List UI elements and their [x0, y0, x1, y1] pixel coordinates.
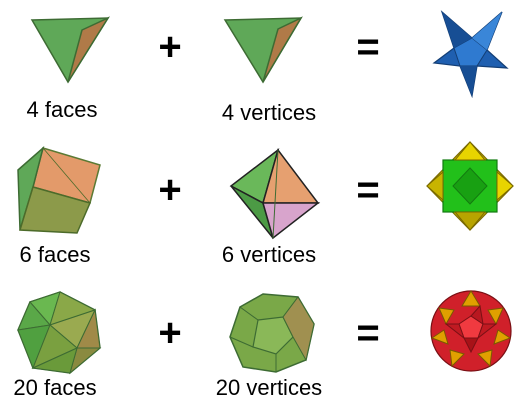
plus-sign: +	[158, 168, 182, 212]
octahedron-icon	[229, 148, 321, 240]
row2-left-label: 6 faces	[19, 242, 91, 267]
stella-octangula-icon	[432, 10, 509, 98]
tetrahedron-dual-icon	[223, 16, 303, 84]
equals-sign: =	[356, 168, 380, 212]
icosahedron-icon	[17, 291, 102, 375]
cube-octahedron-compound-icon	[426, 141, 514, 231]
dodecahedron-icosahedron-compound-icon	[430, 290, 512, 372]
row1-right-label: 4 vertices	[221, 100, 317, 125]
dodecahedron-icon	[229, 293, 315, 373]
row1-left-label: 4 faces	[26, 97, 98, 122]
row2-right-label: 6 vertices	[221, 242, 317, 267]
plus-sign: +	[158, 25, 182, 69]
tetrahedron-icon	[30, 16, 110, 84]
row3-right-label: 20 vertices	[215, 375, 323, 400]
row3-left-label: 20 faces	[13, 375, 97, 400]
plus-sign: +	[158, 311, 182, 355]
equals-sign: =	[356, 311, 380, 355]
equals-sign: =	[356, 25, 380, 69]
cube-icon	[17, 145, 101, 234]
